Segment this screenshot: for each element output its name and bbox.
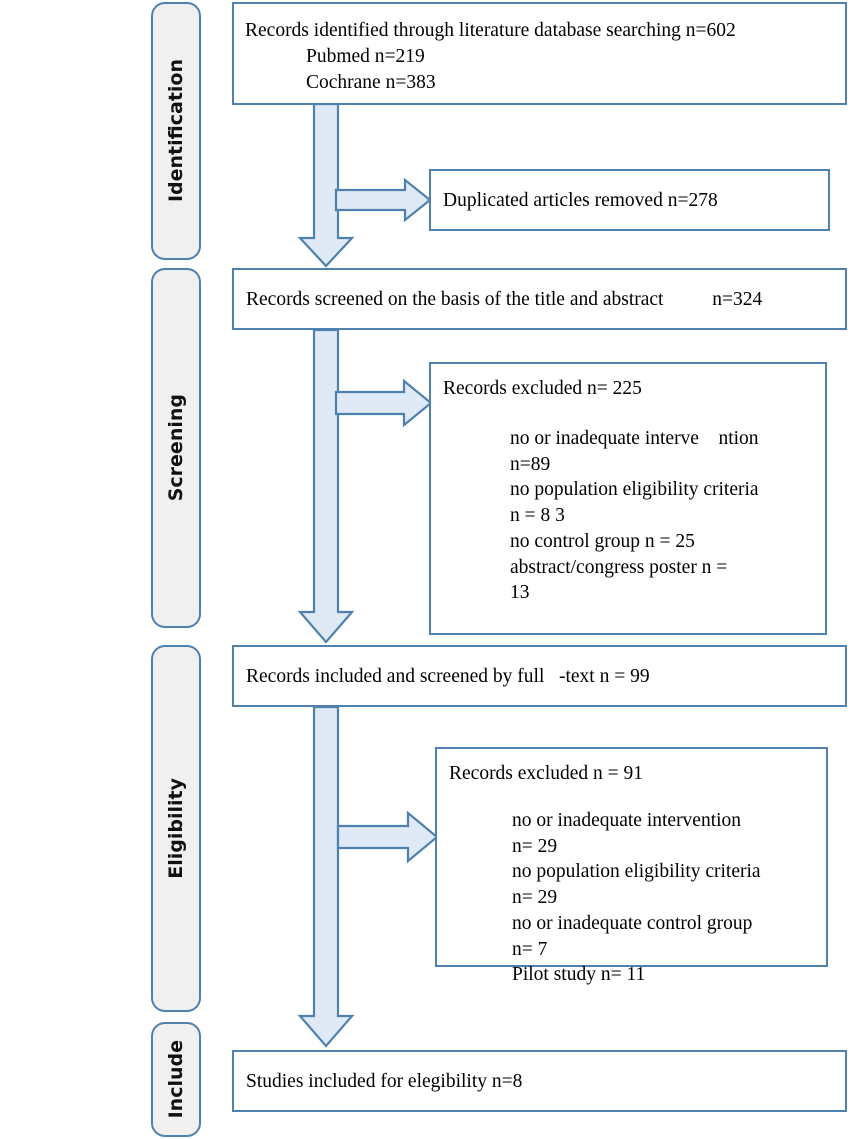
stage-pill-include: Include [151, 1022, 201, 1137]
arrow-to-excluded-screening [334, 378, 433, 428]
records-identified-pubmed: Pubmed n=219 [306, 46, 425, 67]
stage-label-eligibility: Eligibility [164, 778, 187, 879]
records-screened-text: Records screened on the basis of the tit… [246, 289, 763, 310]
arrow-screened-to-fulltext [297, 328, 355, 644]
arrow-to-duplicates [334, 177, 432, 223]
arrow-fulltext-to-included [297, 705, 355, 1048]
stage-pill-eligibility: Eligibility [151, 645, 201, 1012]
stage-label-identification: Identification [164, 59, 187, 203]
stage-pill-screening: Screening [151, 268, 201, 628]
duplicates-removed-text: Duplicated articles removed n=278 [443, 190, 718, 211]
excluded-eligibility-heading: Records excluded n = 91 [449, 763, 644, 784]
box-records-identified: Records identified through literature da… [232, 2, 847, 105]
box-fulltext-screened: Records included and screened by full -t… [232, 645, 847, 707]
stage-label-screening: Screening [164, 394, 187, 502]
records-identified-cochrane: Cochrane n=383 [306, 72, 436, 93]
arrow-to-excluded-eligibility [336, 810, 439, 864]
excluded-screening-heading: Records excluded n= 225 [443, 378, 642, 399]
box-records-screened: Records screened on the basis of the tit… [232, 268, 847, 330]
stage-label-include: Include [164, 1040, 187, 1119]
records-identified-line1: Records identified through literature da… [245, 20, 736, 41]
box-excluded-eligibility: Records excluded n = 91 no or inadequate… [435, 747, 828, 985]
stage-pill-identification: Identification [151, 2, 201, 260]
excluded-screening-reasons: no or inadequate interve ntion n=89 no p… [510, 428, 759, 604]
fulltext-screened-text: Records included and screened by full -t… [246, 666, 650, 687]
excluded-eligibility-reasons: no or inadequate intervention n= 29 no p… [512, 810, 761, 986]
box-excluded-screening: Records excluded n= 225 no or inadequate… [429, 362, 827, 635]
studies-included-text: Studies included for elegibility n=8 [246, 1071, 523, 1092]
arrow-identified-to-screened [297, 102, 355, 268]
box-duplicates-removed: Duplicated articles removed n=278 [429, 169, 830, 231]
box-studies-included: Studies included for elegibility n=8 [232, 1050, 847, 1112]
